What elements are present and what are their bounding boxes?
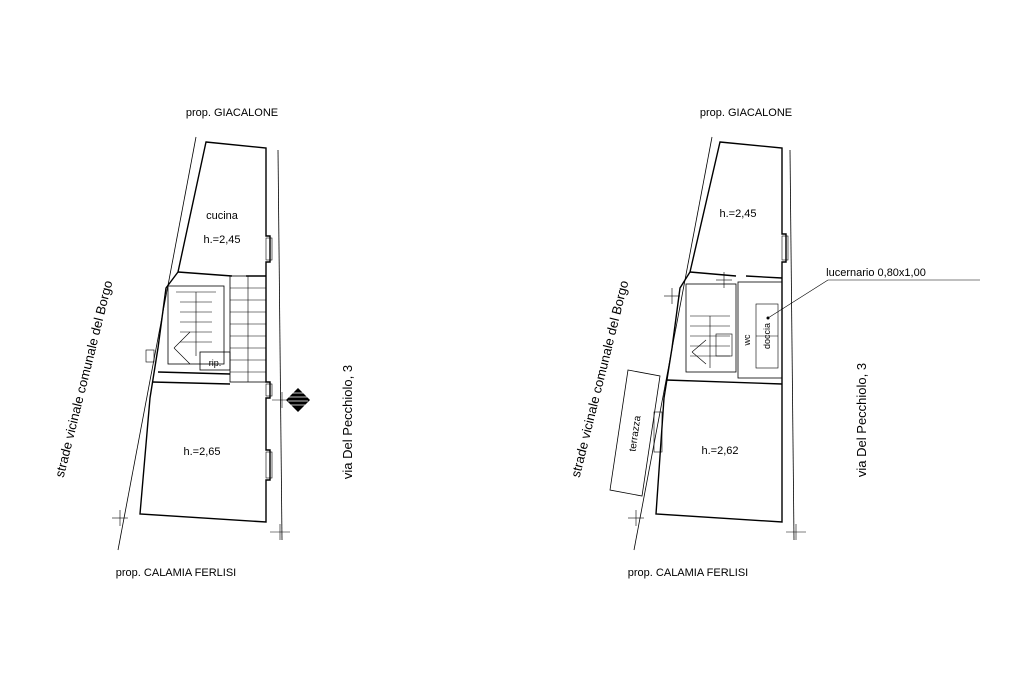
right-bathroom [737, 281, 783, 379]
left-kitchen-wall [177, 271, 233, 277]
right-upper-wall-2 [745, 275, 783, 279]
left-floor-plan: prop. GIACALONE prop. CALAMIA FERLISI cu… [52, 107, 355, 579]
skylight-leader [766, 279, 980, 320]
right-street-side-label: strade vicinale comunale del Borgo [568, 279, 632, 479]
right-terrace-label: terrazza [628, 415, 644, 453]
right-bath-wc: wc [742, 334, 752, 346]
right-floor-plan: prop. GIACALONE prop. CALAMIA FERLISI h.… [568, 107, 980, 579]
left-staircase [229, 275, 267, 383]
left-boundary-street [117, 136, 197, 551]
left-inner-stair [167, 285, 225, 365]
skylight-note: lucernario 0,80x1,00 [826, 267, 926, 279]
left-closet-label: rip. [209, 358, 222, 368]
entrance-arrow-icon [286, 388, 310, 412]
right-room-upper-height: h.=2,45 [719, 208, 756, 220]
right-boundary-front [789, 149, 795, 541]
right-neighbor-bottom: prop. CALAMIA FERLISI [628, 567, 748, 579]
right-terrace [609, 369, 663, 497]
right-windows [781, 235, 789, 261]
right-grid-marks [628, 272, 806, 540]
left-room-lower-height: h.=2,65 [183, 446, 220, 458]
left-boundary-front [277, 149, 283, 541]
right-bath-shower: doccia [762, 323, 772, 349]
right-upper-wall [689, 271, 737, 277]
left-room-upper-name: cucina [206, 210, 239, 222]
left-neighbor-bottom: prop. CALAMIA FERLISI [116, 567, 236, 579]
left-middle-wall-2 [157, 371, 231, 375]
left-outer-wall [139, 141, 271, 523]
right-street-front-label: via Del Pecchiolo, 3 [854, 363, 869, 477]
left-room-upper-height: h.=2,45 [203, 234, 240, 246]
right-neighbor-top: prop. GIACALONE [700, 107, 792, 119]
left-street-front-label: via Del Pecchiolo, 3 [340, 365, 355, 479]
left-neighbor-top: prop. GIACALONE [186, 107, 278, 119]
right-middle-wall [665, 379, 783, 385]
right-staircase [685, 283, 737, 373]
left-street-side-label: strade vicinale comunale del Borgo [52, 279, 116, 479]
left-middle-wall [151, 381, 231, 385]
left-closet [199, 351, 231, 371]
right-outer-wall [655, 141, 787, 523]
right-room-lower-height: h.=2,62 [701, 445, 738, 457]
left-windows [265, 237, 273, 479]
left-side-door [145, 349, 155, 363]
